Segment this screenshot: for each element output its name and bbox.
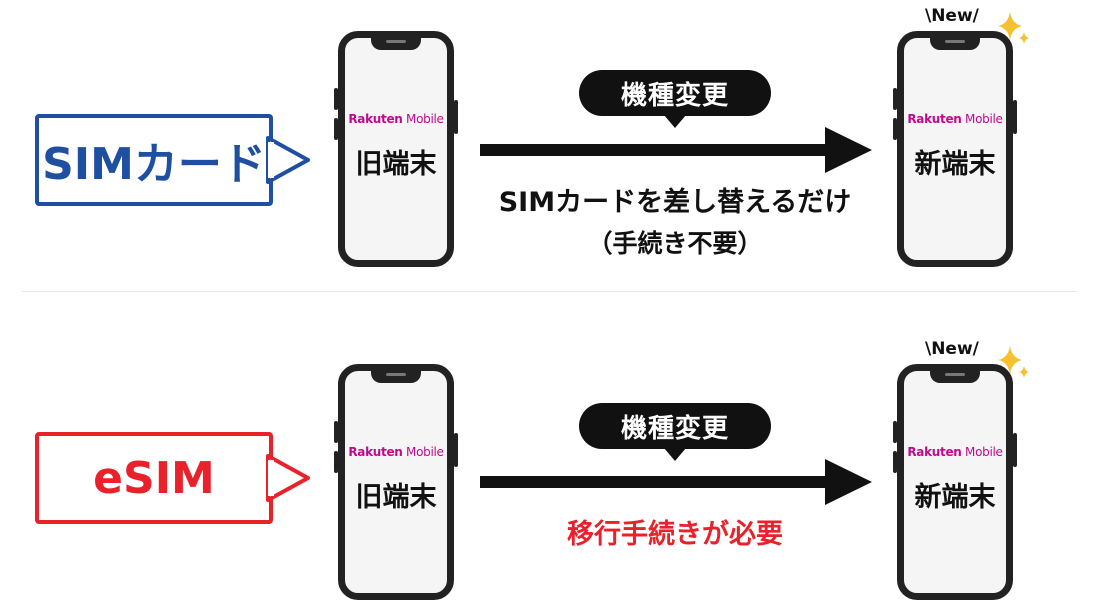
sim-label-box: SIMカード — [35, 114, 273, 206]
phone-side-button — [334, 88, 338, 110]
carrier-logo-sub: Mobile — [961, 445, 1003, 459]
arrow-right-icon — [480, 459, 872, 505]
carrier-logo-main: Rakuten — [907, 445, 962, 459]
phone-side-button — [893, 118, 897, 140]
model-change-text: 機種変更 — [620, 80, 729, 111]
phone-side-button — [893, 421, 897, 443]
esim-section: eSIM Rakuten Mobile 旧端末 機種変更 — [0, 332, 1100, 611]
phone-notch — [930, 370, 980, 383]
old-device-label: 旧端末 — [355, 482, 437, 513]
phone-speaker — [945, 40, 965, 43]
esim-label-pointer — [266, 454, 310, 502]
esim-label-box: eSIM — [35, 432, 273, 524]
phone-side-button — [893, 88, 897, 110]
phone-notch — [371, 370, 421, 383]
phone-side-button — [893, 451, 897, 473]
phone-side-button — [1013, 433, 1017, 467]
section-divider — [22, 291, 1077, 292]
new-device-label: 新端末 — [914, 149, 996, 180]
new-phone: Rakuten Mobile 新端末 — [893, 364, 1017, 600]
phone-side-button — [334, 118, 338, 140]
carrier-logo-sub: Mobile — [961, 112, 1003, 126]
new-badge: \New/ — [925, 339, 979, 359]
phone-side-button — [334, 451, 338, 473]
phone-side-button — [454, 433, 458, 467]
phone-side-button — [1013, 100, 1017, 134]
sim-label-pointer — [266, 136, 310, 184]
phone-notch — [930, 37, 980, 50]
pill-pointer — [664, 448, 686, 461]
model-change-pill: 機種変更 — [579, 403, 771, 449]
carrier-logo-sub: Mobile — [402, 445, 444, 459]
phone-speaker — [945, 373, 965, 376]
model-change-pill: 機種変更 — [579, 70, 771, 116]
arrow-right-icon — [480, 127, 872, 173]
sim-caption-main: SIMカードを差し替えるだけ — [498, 187, 852, 218]
carrier-logo: Rakuten Mobile — [904, 112, 1006, 126]
old-phone: Rakuten Mobile 旧端末 — [334, 31, 458, 267]
phone-side-button — [334, 421, 338, 443]
carrier-logo: Rakuten Mobile — [345, 445, 447, 459]
esim-caption: 移行手続きが必要 — [567, 519, 783, 550]
carrier-logo-sub: Mobile — [402, 112, 444, 126]
carrier-logo: Rakuten Mobile — [345, 112, 447, 126]
carrier-logo-main: Rakuten — [348, 445, 403, 459]
old-device-label: 旧端末 — [355, 149, 437, 180]
pill-pointer — [664, 115, 686, 128]
phone-notch — [371, 37, 421, 50]
new-badge: \New/ — [925, 6, 979, 26]
old-phone: Rakuten Mobile 旧端末 — [334, 364, 458, 600]
phone-speaker — [386, 40, 406, 43]
carrier-logo-main: Rakuten — [907, 112, 962, 126]
carrier-logo: Rakuten Mobile — [904, 445, 1006, 459]
sim-caption-note: （手続き不要） — [587, 229, 763, 258]
new-phone: Rakuten Mobile 新端末 — [893, 31, 1017, 267]
phone-speaker — [386, 373, 406, 376]
model-change-text: 機種変更 — [620, 413, 729, 444]
esim-label-text: eSIM — [93, 452, 215, 504]
phone-side-button — [454, 100, 458, 134]
sim-section: SIMカード Rakuten Mobile 旧端末 機種変更 — [0, 0, 1100, 290]
new-device-label: 新端末 — [914, 482, 996, 513]
sim-label-text: SIMカード — [42, 139, 266, 190]
carrier-logo-main: Rakuten — [348, 112, 403, 126]
